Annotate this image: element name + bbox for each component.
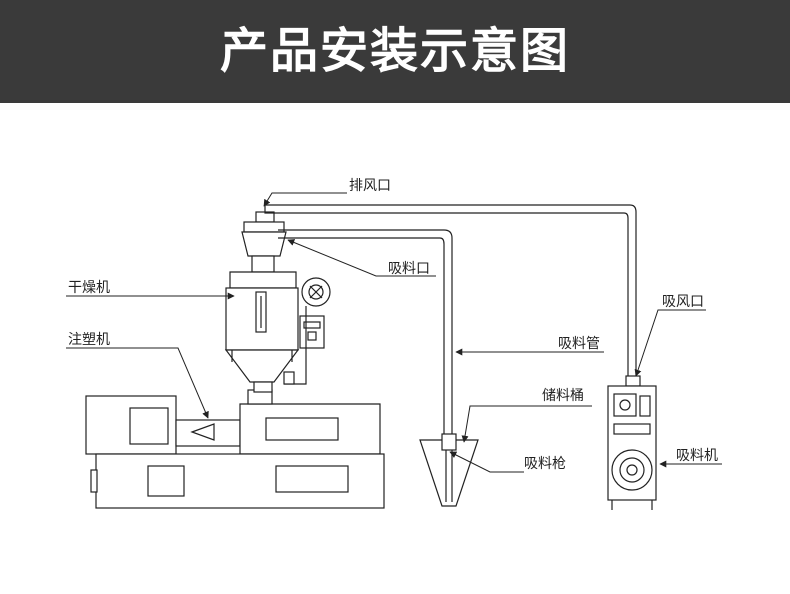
exhaust-pipe-inner xyxy=(264,212,629,378)
hopper-loader-neck xyxy=(251,255,275,273)
control-display xyxy=(303,321,321,329)
leader-suction-inlet xyxy=(287,239,436,277)
label-air-intake: 吸风口 xyxy=(662,294,704,310)
molding-panel xyxy=(265,417,339,441)
loader-panel xyxy=(639,395,651,417)
leader-exhaust-port xyxy=(263,192,347,207)
molding-nozzle xyxy=(190,423,215,441)
label-exhaust-port: 排风口 xyxy=(349,178,391,194)
vacuum-loader xyxy=(607,375,657,510)
label-suction-pipe: 吸料管 xyxy=(558,336,600,352)
injection-molding-machine xyxy=(85,389,385,509)
label-suction-inlet: 吸料口 xyxy=(388,261,430,277)
dryer-lid xyxy=(229,271,297,289)
molding-base-door-left xyxy=(147,465,185,497)
molding-base-side xyxy=(90,469,98,493)
suction-lance-head xyxy=(441,433,457,451)
suction-pipe-outer xyxy=(278,229,453,440)
loader-inlet xyxy=(625,375,641,387)
label-storage-bin: 储料桶 xyxy=(542,388,584,404)
page-title: 产品安装示意图 xyxy=(219,23,570,79)
hopper-loader-cone xyxy=(241,231,287,257)
loader-gauge xyxy=(619,399,631,411)
blower-cross-2 xyxy=(309,285,323,299)
leader-storage-bin xyxy=(461,405,592,443)
hopper-dryer xyxy=(224,211,331,393)
loader-control-strip xyxy=(613,423,651,435)
leader-suction-lance xyxy=(449,451,524,473)
heater-valve xyxy=(283,371,295,385)
dryer-outlet xyxy=(253,381,273,393)
control-switch xyxy=(307,331,317,341)
loader-motor-core xyxy=(626,464,638,476)
leader-air-intake xyxy=(634,309,706,377)
storage-bin xyxy=(419,433,479,507)
exhaust-pipe-outer xyxy=(264,204,637,378)
label-molding-machine: 注塑机 xyxy=(68,332,110,348)
storage-bin-body xyxy=(419,439,479,507)
title-banner xyxy=(0,0,790,103)
pipes xyxy=(264,204,637,440)
suction-pipe-inner xyxy=(278,237,445,440)
label-suction-lance: 吸料枪 xyxy=(524,455,566,472)
molding-clamp-panel xyxy=(129,407,169,445)
molding-base-door-right xyxy=(275,465,349,493)
callouts xyxy=(66,192,722,473)
label-loader: 吸料机 xyxy=(676,448,718,464)
leader-molding-machine xyxy=(66,347,209,419)
dryer-cone xyxy=(224,349,300,383)
label-dryer: 干燥机 xyxy=(68,280,110,296)
